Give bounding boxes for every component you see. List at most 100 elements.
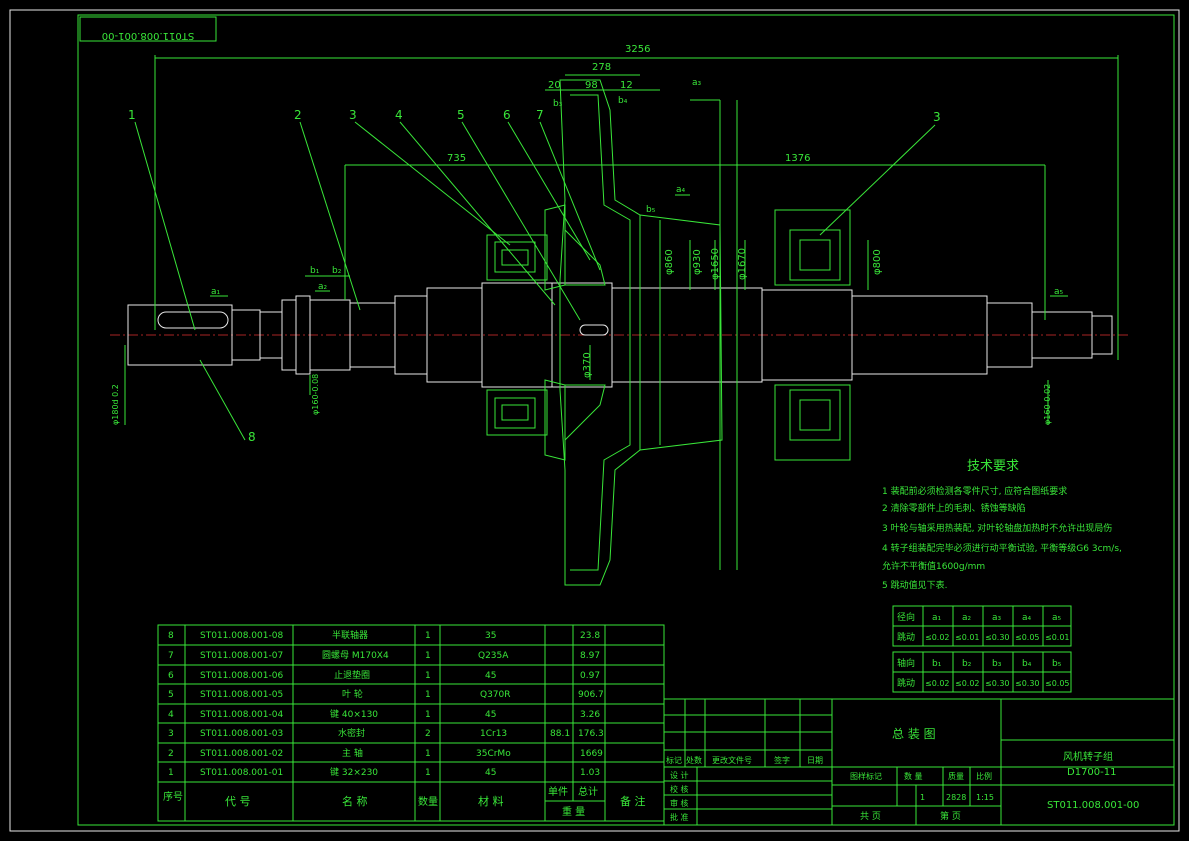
svg-text:≤0.02: ≤0.02 bbox=[925, 679, 950, 688]
svg-text:b₂: b₂ bbox=[962, 659, 972, 669]
svg-text:b₁: b₁ bbox=[932, 659, 942, 669]
svg-text:906.7: 906.7 bbox=[578, 690, 604, 700]
svg-text:45: 45 bbox=[485, 768, 496, 778]
dim-phi370: φ370 bbox=[582, 352, 593, 378]
bom-header: 序号 代 号 名 称 数量 材 料 单件 总计 重 量 备 注 bbox=[163, 785, 646, 818]
tech-item: 1 装配前必须检测各零件尺寸, 应符合图纸要求 bbox=[882, 485, 1067, 497]
svg-text:3.26: 3.26 bbox=[580, 710, 600, 720]
svg-text:ST011.008.001-07: ST011.008.001-07 bbox=[200, 651, 283, 661]
svg-text:≤0.01: ≤0.01 bbox=[1045, 633, 1070, 642]
svg-text:2828: 2828 bbox=[946, 793, 966, 802]
svg-text:1669: 1669 bbox=[580, 749, 603, 759]
product-name: 风机转子组 bbox=[1063, 750, 1113, 763]
svg-text:序号: 序号 bbox=[163, 790, 183, 803]
drawing-code: ST011.008.001-00 bbox=[1047, 800, 1139, 811]
svg-text:35CrMo: 35CrMo bbox=[476, 749, 511, 759]
svg-text:设 计: 设 计 bbox=[670, 770, 689, 780]
product-model: D1700-11 bbox=[1067, 767, 1116, 778]
svg-text:7: 7 bbox=[168, 651, 174, 661]
svg-text:45: 45 bbox=[485, 710, 496, 720]
svg-text:标记: 标记 bbox=[666, 755, 682, 765]
svg-text:Q235A: Q235A bbox=[478, 651, 509, 661]
dim-phi180-left: φ180d 0.2 bbox=[111, 384, 120, 425]
svg-text:≤0.30: ≤0.30 bbox=[1015, 679, 1040, 688]
runout-a3: a₃ bbox=[692, 78, 702, 88]
outer-frame bbox=[9, 9, 1180, 832]
svg-text:88.1: 88.1 bbox=[550, 729, 570, 739]
dim-278: 278 bbox=[592, 62, 611, 73]
svg-text:跳动: 跳动 bbox=[897, 631, 915, 643]
svg-text:代 号: 代 号 bbox=[225, 795, 251, 808]
tech-title: 技术要求 bbox=[967, 459, 1019, 474]
svg-text:Q370R: Q370R bbox=[480, 690, 511, 700]
svg-text:ST011.008.001-08: ST011.008.001-08 bbox=[200, 631, 283, 641]
svg-text:键 40×130: 键 40×130 bbox=[330, 708, 378, 720]
main-shaft bbox=[127, 282, 1113, 388]
svg-text:1: 1 bbox=[168, 768, 174, 778]
balloon-3: 3 bbox=[349, 108, 357, 122]
title-block: 总 装 图 风机转子组 D1700-11 ST011.008.001-00 标记… bbox=[663, 698, 1175, 826]
svg-text:a₂: a₂ bbox=[962, 613, 972, 623]
svg-text:ST011.008.001-02: ST011.008.001-02 bbox=[200, 749, 283, 759]
tech-item: 允许不平衡值1600g/mm bbox=[882, 560, 985, 572]
dim-20: 20 bbox=[548, 80, 561, 91]
right-seal bbox=[774, 209, 851, 461]
svg-text:单件: 单件 bbox=[548, 786, 568, 798]
svg-text:圆螺母 M170X4: 圆螺母 M170X4 bbox=[322, 650, 389, 661]
balloon-8: 8 bbox=[248, 430, 256, 444]
svg-text:1: 1 bbox=[425, 651, 431, 661]
svg-text:数量: 数量 bbox=[418, 795, 438, 808]
svg-text:2: 2 bbox=[168, 749, 174, 759]
runout-a4: a₄ bbox=[676, 185, 686, 195]
axial-runout-table: 轴向 跳动 b₁ b₂ b₃ b₄ b₅ ≤0.02 ≤0.02 ≤0.30 ≤… bbox=[892, 651, 1072, 693]
svg-text:轴向: 轴向 bbox=[897, 657, 915, 669]
svg-text:6: 6 bbox=[168, 671, 174, 681]
svg-text:共 页: 共 页 bbox=[860, 811, 881, 822]
svg-text:≤0.02: ≤0.02 bbox=[925, 633, 950, 642]
svg-text:校 核: 校 核 bbox=[670, 784, 689, 794]
runout-a5: a₅ bbox=[1054, 287, 1064, 297]
balloon-3-right: 3 bbox=[933, 110, 941, 124]
inner-frame bbox=[77, 14, 1175, 826]
tech-item: 2 清除零部件上的毛刺、锈蚀等缺陷 bbox=[882, 502, 1026, 514]
tech-item: 4 转子组装配完毕必须进行动平衡试验, 平衡等级G6 3cm/s, bbox=[882, 542, 1122, 554]
svg-text:176.3: 176.3 bbox=[578, 729, 604, 739]
svg-text:日期: 日期 bbox=[807, 756, 823, 765]
svg-text:半联轴器: 半联轴器 bbox=[332, 629, 368, 641]
svg-text:8: 8 bbox=[168, 631, 174, 641]
svg-text:水密封: 水密封 bbox=[338, 727, 365, 739]
svg-text:≤0.05: ≤0.05 bbox=[1045, 679, 1070, 688]
runout-b5: b₅ bbox=[646, 205, 656, 215]
svg-text:5: 5 bbox=[168, 690, 174, 700]
svg-text:ST011.008.001-06: ST011.008.001-06 bbox=[200, 671, 283, 681]
dim-phi1650: φ1650 bbox=[710, 248, 721, 280]
svg-text:4: 4 bbox=[168, 710, 174, 720]
svg-text:35: 35 bbox=[485, 631, 496, 641]
svg-text:1: 1 bbox=[425, 671, 431, 681]
svg-text:23.8: 23.8 bbox=[580, 631, 600, 641]
svg-text:0.97: 0.97 bbox=[580, 671, 600, 681]
radial-runout-table: 径向 跳动 a₁ a₂ a₃ a₄ a₅ ≤0.02 ≤0.01 ≤0.30 ≤… bbox=[892, 605, 1072, 647]
svg-text:总计: 总计 bbox=[578, 785, 598, 798]
svg-text:材 料: 材 料 bbox=[478, 794, 504, 808]
svg-text:主 轴: 主 轴 bbox=[342, 747, 363, 759]
svg-text:1Cr13: 1Cr13 bbox=[480, 729, 507, 739]
svg-text:2: 2 bbox=[425, 729, 431, 739]
svg-text:a₁: a₁ bbox=[932, 613, 942, 623]
dim-1376: 1376 bbox=[785, 153, 810, 164]
svg-text:ST011.008.001-05: ST011.008.001-05 bbox=[200, 690, 283, 700]
left-seal bbox=[486, 234, 548, 436]
svg-text:1:15: 1:15 bbox=[976, 793, 994, 802]
impeller bbox=[544, 79, 738, 586]
svg-text:≤0.01: ≤0.01 bbox=[955, 633, 980, 642]
svg-text:更改文件号: 更改文件号 bbox=[712, 755, 752, 765]
dim-phi160-left: φ160-0.08 bbox=[311, 374, 320, 415]
svg-text:1: 1 bbox=[425, 631, 431, 641]
svg-text:跳动: 跳动 bbox=[897, 677, 915, 689]
svg-text:批 准: 批 准 bbox=[670, 812, 689, 822]
